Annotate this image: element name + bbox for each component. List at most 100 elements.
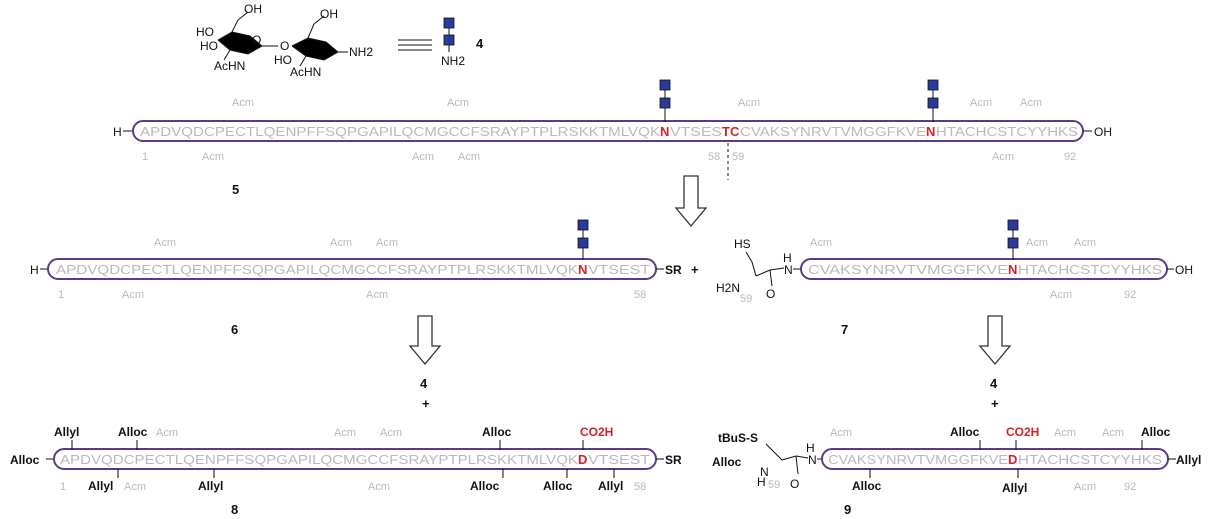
retro-arrow-left (408, 315, 442, 366)
c5-prefix: H (113, 125, 122, 139)
c7-n: N (784, 263, 793, 277)
c5-acm-5: Acm (1020, 97, 1042, 109)
c6-seq-b: VTSEST (588, 262, 650, 277)
atom-oh-2: OH (320, 7, 338, 21)
c9-seq-a: CVAKSYNRVTVMGGFKVE (828, 452, 1008, 467)
compound-8-number: 8 (231, 502, 238, 517)
c6-prefix: H (30, 263, 39, 277)
c8-allyl-bot-1: Allyl (88, 479, 113, 493)
c7-h2n: H2N (716, 281, 740, 295)
c7-num-end: 92 (1124, 289, 1136, 301)
c6-num-end: 58 (634, 289, 646, 301)
c8-suffix: SR (665, 453, 682, 467)
c6-acm-2: Acm (330, 237, 352, 249)
glycan-nh2: NH2 (441, 54, 465, 68)
atom-oh-1: OH (244, 2, 262, 16)
c5-red-n1: N (660, 124, 669, 139)
c8-seq-b: VTSEST (588, 452, 650, 467)
equivalence-sign (398, 39, 432, 51)
c8-prefix: Alloc (10, 453, 40, 467)
c9-co2h: CO2H (1006, 425, 1039, 439)
c8-allyl-top-1: Allyl (54, 425, 79, 439)
atom-o-link: O (280, 39, 289, 53)
c9-n-right: N (808, 453, 817, 467)
compound-9-number: 9 (844, 502, 851, 517)
c7-red-n: N (1008, 262, 1017, 277)
c5-num-start: 1 (142, 151, 148, 163)
c9-tbus: tBuS-S (718, 431, 758, 445)
c8-num-end: 58 (634, 481, 646, 493)
plus-left: + (422, 396, 430, 411)
c5-suffix: OH (1094, 125, 1112, 139)
c6-red-n: N (578, 262, 587, 277)
c6-num-start: 1 (58, 289, 64, 301)
c5-acm-3: Acm (738, 97, 760, 109)
c8-acm-top-2: Acm (334, 427, 356, 439)
atom-o-ring1: O (252, 33, 261, 47)
atom-achn-2: AcHN (290, 65, 321, 79)
atom-nh2: NH2 (349, 45, 373, 59)
c6-suffix: SR (665, 263, 682, 277)
c8-acm-bot-2: Acm (368, 481, 390, 493)
reagent-4-left: 4 (420, 376, 428, 391)
c5-acm-2: Acm (447, 97, 469, 109)
plus-right: + (991, 396, 999, 411)
c9-acm-top-2: Acm (1054, 427, 1076, 439)
compound-4-number: 4 (476, 36, 484, 51)
c9-alloc-bot-1: Alloc (852, 479, 882, 493)
atom-achn-1: AcHN (214, 59, 245, 73)
c5-acm-7: Acm (412, 151, 434, 163)
c6-acm-1: Acm (154, 237, 176, 249)
plus-6-7: + (691, 262, 699, 277)
c8-alloc-bot-2: Alloc (543, 479, 573, 493)
c9-acm-top-3: Acm (1102, 427, 1124, 439)
c9-alloc-top-1: Alloc (950, 425, 980, 439)
c9-alloc-top-2: Alloc (1141, 425, 1171, 439)
c9-suffix: Allyl (1176, 453, 1201, 467)
c5-red-n2: N (926, 124, 935, 139)
c7-seq-a: CVAKSYNRVTVMGGFKVE (808, 262, 1008, 277)
c7-acm-2: Acm (1026, 237, 1048, 249)
c5-acm-6: Acm (202, 151, 224, 163)
c7-acm-4: Acm (1050, 289, 1072, 301)
c9-allyl-bot-1: Allyl (1002, 481, 1027, 495)
c5-seq-b: VTSES (670, 124, 722, 139)
c5-seq-d: HTACHCSTCYYHKS (936, 124, 1078, 139)
c8-alloc-top-1: Alloc (118, 425, 148, 439)
c9-alloc-n: Alloc (712, 455, 742, 469)
c7-num-start: 59 (740, 293, 752, 305)
c6-acm-3: Acm (376, 237, 398, 249)
c7-o: O (766, 287, 775, 301)
c9-num-start: 59 (768, 479, 780, 491)
c5-num-end: 92 (1064, 151, 1076, 163)
c9-o: O (790, 477, 799, 491)
c9-h-left: H (757, 475, 766, 489)
c9-acm-top-1: Acm (830, 427, 852, 439)
c5-num-58: 58 (708, 151, 720, 163)
c5-acm-8: Acm (458, 151, 480, 163)
c8-acm-bot-1: Acm (124, 481, 146, 493)
compound-6: H SR APDVQDCPECTLQENPFFSQPGAPILQCMGCCFSR… (30, 219, 682, 337)
compound-5-number: 5 (232, 182, 239, 197)
compound-8: Alloc SR APDVQDCPECTLQENPFFSQPGAPILQCMGC… (10, 425, 682, 517)
c8-alloc-top-2: Alloc (482, 425, 512, 439)
compound-9: tBuS-S Alloc N H 59 O N H Allyl CVAKSYNR… (712, 425, 1201, 517)
c8-alloc-bot-1: Alloc (470, 479, 500, 493)
c7-seq-b: HTACHCSTCYYHKS (1018, 262, 1162, 277)
c8-allyl-bot-2: Allyl (198, 479, 223, 493)
retro-arrow-top (674, 175, 708, 228)
c5-num-59: 59 (732, 151, 744, 163)
compound-7-number: 7 (841, 322, 848, 337)
disaccharide-structure: OH HO HO O O OH HO AcHN NH2 AcHN (196, 2, 373, 79)
reagent-4-right: 4 (990, 376, 998, 391)
c9-num-end: 92 (1124, 481, 1136, 493)
c5-seq-a: APDVQDCPECTLQENPFFSQPGAPILQCMGCCFSRAYPTP… (140, 124, 660, 139)
atom-ho-1: HO (196, 25, 214, 39)
c5-acm-4: Acm (970, 97, 992, 109)
compound-7: HS H2N O N H OH CVAKSYNRVTVMGGFKVE N HTA… (716, 219, 1193, 337)
c6-acm-4: Acm (122, 289, 144, 301)
compound-5: H OH APDVQDCPECTLQENPFFSQPGAPILQCMGCCFSR… (113, 79, 1112, 197)
c5-acm-1: Acm (232, 97, 254, 109)
c5-red-tc: TC (722, 124, 740, 139)
